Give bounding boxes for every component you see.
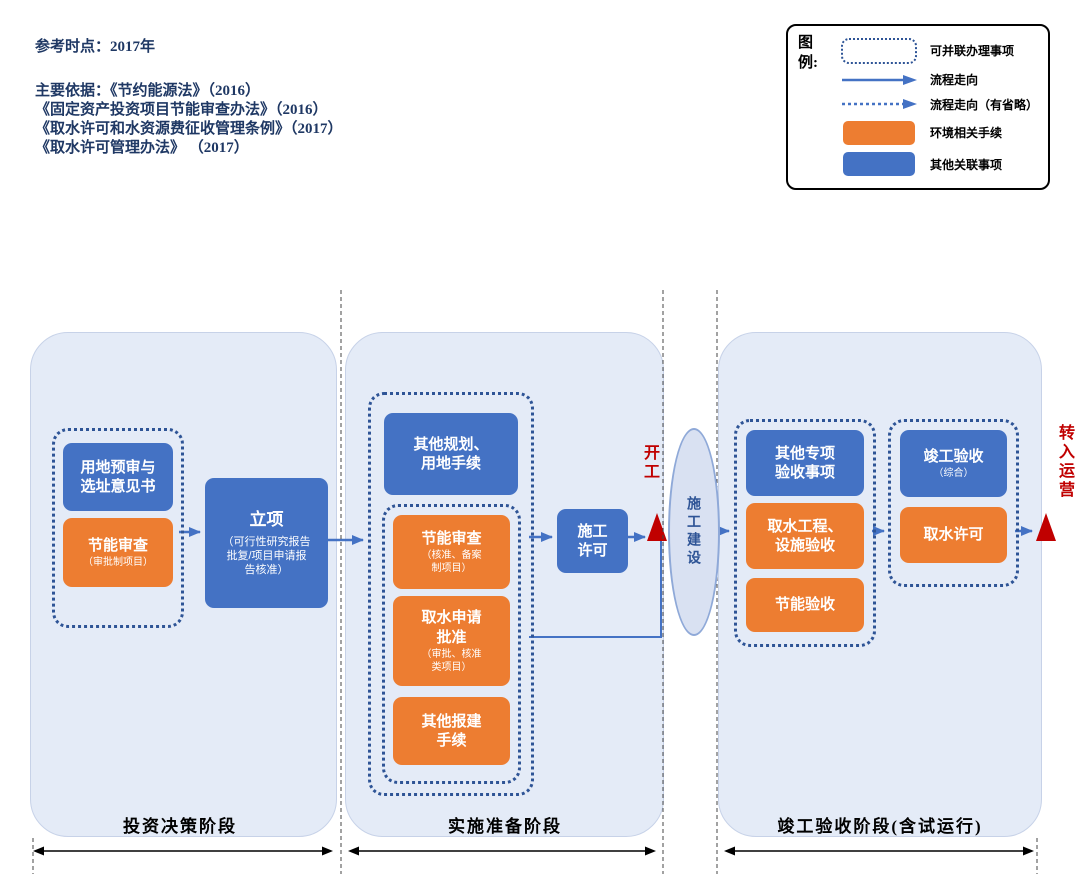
legal-basis-line: 《取水许可和水资源费征收管理条例》（2017） — [35, 121, 343, 137]
node-title: 竣工验收 — [923, 447, 984, 465]
node-land-preview-label: 用地预审与 选址意见书 — [80, 458, 156, 496]
node-title: 节能验收 — [774, 596, 835, 614]
node-title: 节能审查 — [87, 536, 148, 554]
blue-box-swatch — [843, 152, 915, 177]
legend-item-flow-direction-omitted: 流程走向（有省略） — [836, 96, 1042, 113]
parallel-group-phase1 — [52, 428, 184, 628]
node-completion-acceptance: 竣工验收 （综合） — [900, 430, 1007, 497]
legend-item-label: 可并联办理事项 — [930, 44, 1015, 59]
node-title: 其他专项 验收事项 — [774, 444, 835, 482]
solid-arrow-swatch — [842, 74, 917, 85]
phase3-label: 竣工验收阶段(含试运行) — [777, 817, 983, 836]
legend-item-label: 其他关联事项 — [930, 157, 1003, 172]
legal-basis-list: 主要依据：《节约能源法》（2016） 《固定资产投资项目节能审查办法》（2016… — [35, 82, 343, 158]
phase2-span-right-arrowhead — [645, 846, 656, 856]
phase2-span-left-arrowhead — [348, 846, 359, 856]
node-other-planning-land: 其他规划、 用地手续 — [384, 413, 518, 495]
parallel-group-phase2-outer — [368, 392, 534, 796]
legend-swatch-cell — [836, 120, 922, 145]
connector-water-application-to-start — [529, 541, 662, 638]
milestone-start-construction: 开工 — [641, 444, 658, 482]
node-energy-acceptance: 节能验收 — [746, 578, 864, 632]
node-subtitle: （综合） — [933, 468, 974, 480]
node-water-facility-acceptance: 取水工程、 设施验收 — [746, 503, 864, 569]
legend-rows: 可并联办理事项 流程走向 流程走向（有省略） — [836, 26, 1048, 188]
dotted-box-swatch — [841, 37, 917, 64]
node-project-approval: 立项 （可行性研究报告 批复/项目申请报 告核准） — [205, 478, 328, 608]
node-title: 取水许可 — [923, 526, 984, 544]
to-operation-triangle — [1036, 513, 1056, 541]
legend-item-label: 流程走向 — [930, 73, 979, 88]
node-energy-review-approval-system: 节能审查 （审批制项目） — [63, 518, 173, 587]
node-other-submission-procedures: 其他报建 手续 — [393, 697, 510, 765]
legend-swatch-cell — [836, 98, 922, 110]
legend-item-label: 环境相关手续 — [930, 126, 1003, 141]
parallel-group-completion — [888, 419, 1019, 587]
node-subtitle: （核准、备案 制项目） — [421, 550, 482, 575]
construction-label: 施工建设 — [686, 496, 702, 568]
legend-item-flow-direction: 流程走向 — [836, 71, 1042, 88]
dotted-arrow-swatch — [842, 99, 917, 110]
phase1-span-right-arrowhead — [322, 846, 333, 856]
legend-swatch-cell — [836, 152, 922, 177]
legend-swatch-cell — [836, 37, 922, 64]
start-construction-triangle — [647, 513, 667, 541]
node-title: 取水申请 批准 — [421, 609, 482, 646]
node-land-preview: 用地预审与 选址意见书 — [63, 443, 173, 511]
legend-swatch-cell — [836, 74, 922, 86]
reference-time: 参考时点：2017年 — [35, 39, 156, 55]
parallel-group-phase3 — [734, 419, 876, 647]
node-water-intake-application: 取水申请 批准 （审批、核准 类项目） — [393, 596, 510, 686]
legend-item-label: 流程走向（有省略） — [930, 97, 1039, 112]
node-construction-permit: 施工 许可 — [557, 509, 628, 573]
node-title: 取水工程、 设施验收 — [767, 517, 843, 555]
milestone-to-operation: 转入运营 — [1056, 424, 1073, 500]
phase1-span-left-arrowhead — [33, 846, 44, 856]
phase3-span-left-arrowhead — [724, 846, 735, 856]
node-subtitle: （审批、核准 类项目） — [421, 649, 482, 673]
node-title: 节能审查 — [421, 529, 482, 547]
node-title: 立项 — [249, 509, 284, 529]
node-title: 其他规划、 用地手续 — [413, 435, 489, 473]
node-subtitle: （可行性研究报告 批复/项目申请报 告核准） — [222, 535, 311, 577]
node-subtitle: （审批制项目） — [83, 557, 153, 569]
legal-basis-line: 《取水许可管理办法》 （2017） — [35, 140, 249, 156]
legal-basis-line: 《固定资产投资项目节能审查办法》（2016） — [35, 102, 328, 118]
orange-box-swatch — [843, 120, 915, 145]
phase1-label: 投资决策阶段 — [123, 817, 237, 836]
legend-item-environment: 环境相关手续 — [836, 120, 1042, 145]
node-other-special-acceptance: 其他专项 验收事项 — [746, 430, 864, 496]
node-title: 施工 许可 — [577, 522, 608, 560]
parallel-group-phase2-inner — [382, 504, 521, 784]
node-water-intake-permit: 取水许可 — [900, 507, 1007, 563]
legal-basis-line: 主要依据：《节约能源法》（2016） — [35, 83, 261, 99]
legend-item-parallel: 可并联办理事项 — [836, 37, 1042, 64]
phase2-label: 实施准备阶段 — [448, 817, 562, 836]
construction-ellipse: 施工建设 — [668, 428, 720, 636]
phase3-span-right-arrowhead — [1023, 846, 1034, 856]
legend-item-other-related: 其他关联事项 — [836, 152, 1042, 177]
legend-box: 图 例: 可并联办理事项 流程走向 — [786, 24, 1050, 190]
legend-title: 图 例: — [798, 35, 818, 71]
node-title: 其他报建 手续 — [421, 712, 482, 750]
node-energy-review-record-system: 节能审查 （核准、备案 制项目） — [393, 515, 510, 589]
